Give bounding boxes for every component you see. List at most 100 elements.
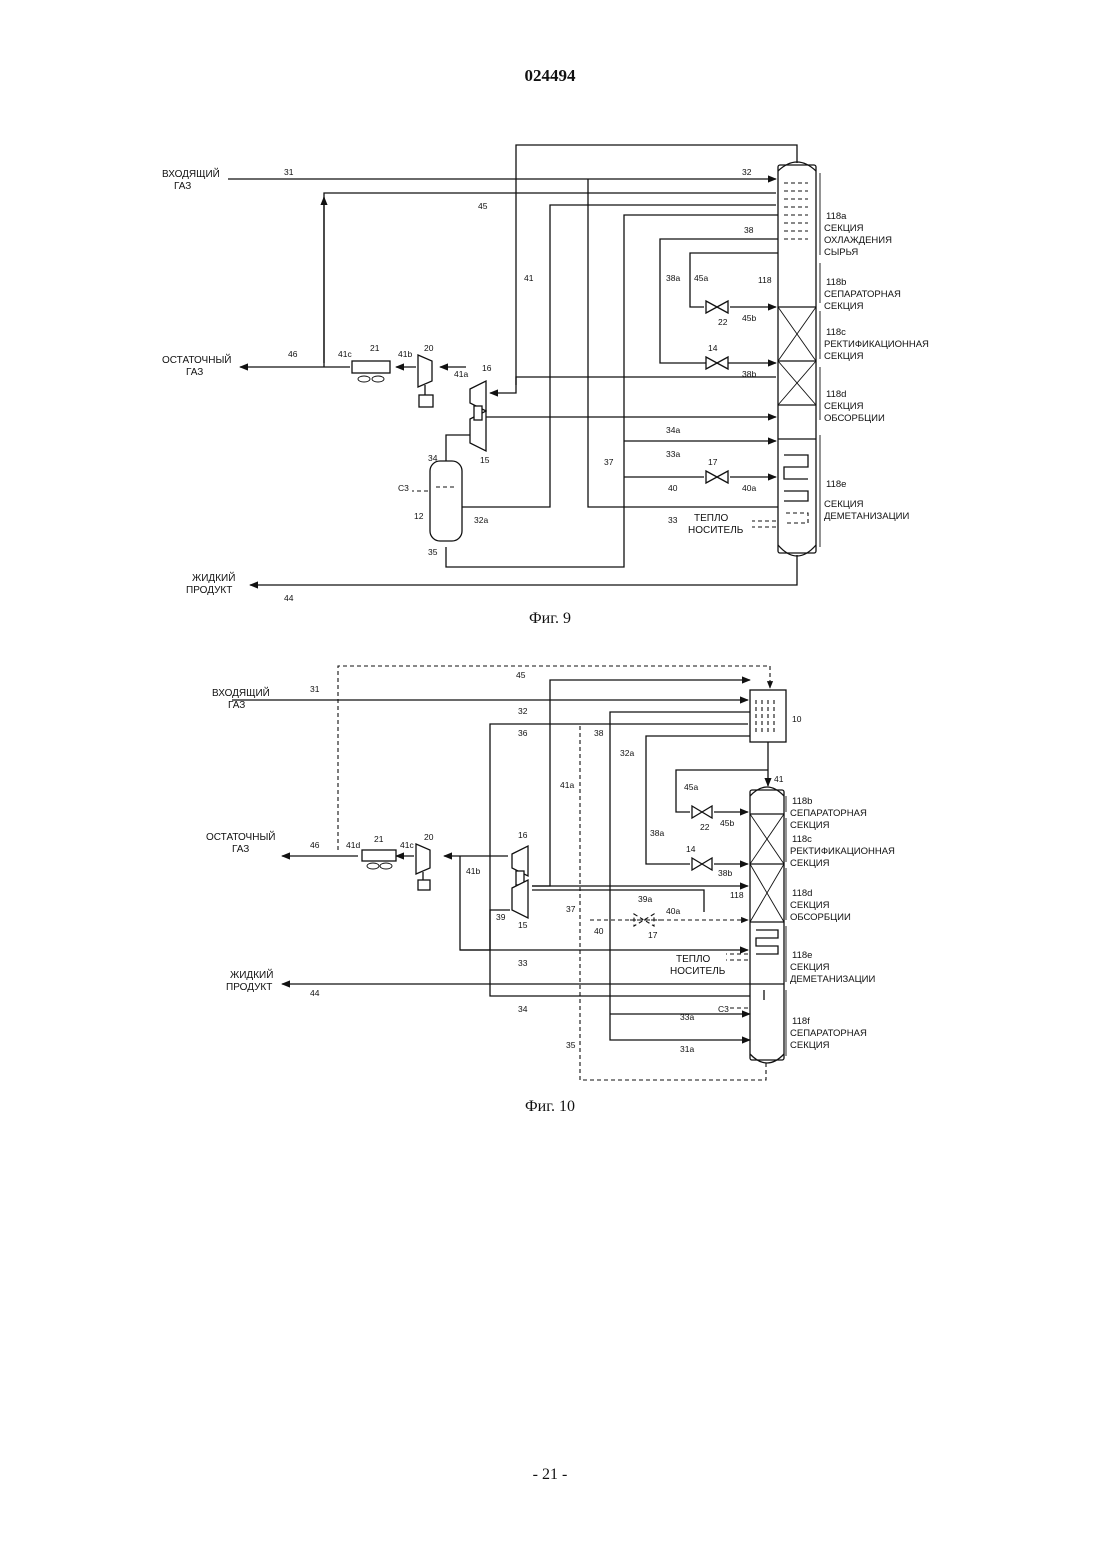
label-118: 118	[730, 890, 744, 900]
label-20: 20	[424, 832, 434, 842]
section-118c-line-2: СЕКЦИЯ	[790, 858, 830, 869]
liquid-product-label-2: ПРОДУКТ	[186, 585, 232, 596]
section-118d-id: 118d	[792, 888, 812, 899]
label-32a: 32a	[620, 748, 634, 758]
label-16: 16	[518, 830, 528, 840]
label-33a: 33a	[666, 449, 680, 459]
document-number: 024494	[0, 66, 1100, 86]
valve-14	[706, 357, 728, 369]
liquid-product-label-2: ПРОДУКТ	[226, 982, 272, 993]
label-40a: 40a	[742, 483, 756, 493]
liquid-product-label-1: ЖИДКИЙ	[192, 571, 235, 584]
page-number: - 21 -	[0, 1466, 1100, 1484]
section-118b-line-1: СЕПАРАТОРНАЯ	[790, 808, 867, 819]
label-37: 37	[604, 457, 614, 467]
label-17: 17	[708, 457, 718, 467]
label-39a: 39a	[638, 894, 652, 904]
label-46: 46	[288, 349, 298, 359]
section-118d-line-1: СЕКЦИЯ	[790, 900, 830, 911]
figure-10-diagram: ВХОДЯЩИЙ ГАЗ ОСТАТОЧНЫЙ ГАЗ ЖИДКИЙ ПРОДУ…	[0, 650, 1100, 1095]
label-33a: 33a	[680, 1012, 694, 1022]
section-118e-line-2: ДЕМЕТАНИЗАЦИИ	[824, 511, 909, 522]
section-118f-id: 118f	[792, 1016, 810, 1027]
label-41a: 41a	[560, 780, 574, 790]
label-45b: 45b	[720, 818, 734, 828]
residue-gas-label-1: ОСТАТОЧНЫЙ	[206, 830, 275, 843]
label-34: 34	[518, 1004, 528, 1014]
label-41b: 41b	[398, 349, 412, 359]
label-22: 22	[718, 317, 728, 327]
compressor-20	[416, 844, 430, 890]
section-118f-line-1: СЕПАРАТОРНАЯ	[790, 1028, 867, 1039]
label-35: 35	[428, 547, 438, 557]
section-118c-line-2: СЕКЦИЯ	[824, 351, 864, 362]
section-118d-line-2: ОБСОРБЦИИ	[824, 413, 885, 424]
section-118e-line-1: СЕКЦИЯ	[824, 499, 864, 510]
inlet-gas-label-2: ГАЗ	[228, 700, 245, 711]
valve-17	[706, 471, 728, 483]
section-118d-line-1: СЕКЦИЯ	[824, 401, 864, 412]
heat-medium-label-1: ТЕПЛО	[676, 954, 711, 965]
label-45b: 45b	[742, 313, 756, 323]
separator-12	[430, 461, 462, 541]
stream-text: ВХОДЯЩИЙ ГАЗ ОСТАТОЧНЫЙ ГАЗ ЖИДКИЙ ПРОДУ…	[162, 167, 772, 603]
label-22: 22	[700, 822, 710, 832]
label-31: 31	[284, 167, 294, 177]
label-41a: 41a	[454, 369, 468, 379]
section-118a-line-1: СЕКЦИЯ	[824, 223, 864, 234]
section-118b-line-2: СЕКЦИЯ	[790, 820, 830, 831]
section-118e-id: 118e	[792, 950, 812, 961]
label-32a: 32a	[474, 515, 488, 525]
label-20: 20	[424, 343, 434, 353]
label-38: 38	[594, 728, 604, 738]
expander-15	[512, 880, 528, 918]
figure-9-caption: Фиг. 9	[0, 610, 1100, 628]
label-41c: 41c	[400, 840, 414, 850]
label-32: 32	[518, 706, 528, 716]
section-118e-id: 118e	[826, 479, 846, 490]
inlet-gas-label-1: ВХОДЯЩИЙ	[212, 686, 270, 699]
label-38: 38	[744, 225, 754, 235]
label-31: 31	[310, 684, 320, 694]
label-14: 14	[708, 343, 718, 353]
label-38a: 38a	[650, 828, 664, 838]
label-38b: 38b	[742, 369, 756, 379]
c3-label: C3	[718, 1004, 729, 1014]
heat-exchanger-10	[750, 690, 786, 742]
label-45: 45	[478, 201, 488, 211]
label-21: 21	[370, 343, 380, 353]
inlet-gas-label-2: ГАЗ	[174, 181, 191, 192]
label-41: 41	[524, 273, 534, 283]
section-118e-line-2: ДЕМЕТАНИЗАЦИИ	[790, 974, 875, 985]
label-44: 44	[310, 988, 320, 998]
label-33: 33	[668, 515, 678, 525]
label-45a: 45a	[684, 782, 698, 792]
label-10: 10	[792, 714, 802, 724]
label-21: 21	[374, 834, 384, 844]
label-15: 15	[480, 455, 490, 465]
fractionation-column	[778, 162, 816, 556]
compressor-20	[418, 355, 433, 407]
figure-9-diagram: ВХОДЯЩИЙ ГАЗ ОСТАТОЧНЫЙ ГАЗ ЖИДКИЙ ПРОДУ…	[0, 135, 1100, 605]
section-118a-line-2: ОХЛАЖДЕНИЯ	[824, 235, 892, 246]
label-16: 16	[482, 363, 492, 373]
section-118a-line-3: СЫРЬЯ	[824, 247, 858, 258]
label-41d: 41d	[346, 840, 360, 850]
section-118c-id: 118c	[826, 327, 846, 338]
residue-gas-label-1: ОСТАТОЧНЫЙ	[162, 353, 231, 366]
heat-medium-label-2: НОСИТЕЛЬ	[688, 525, 744, 536]
c3-label: C3	[398, 483, 409, 493]
section-labels: 118b СЕПАРАТОРНАЯ СЕКЦИЯ 118c РЕКТИФИКАЦ…	[790, 796, 895, 1051]
label-36: 36	[518, 728, 528, 738]
valve-22	[692, 806, 712, 818]
label-35: 35	[566, 1040, 576, 1050]
label-40: 40	[668, 483, 678, 493]
label-17: 17	[648, 930, 658, 940]
compressor-16	[512, 846, 528, 885]
label-44: 44	[284, 593, 294, 603]
valve-14	[692, 858, 712, 870]
label-38a: 38a	[666, 273, 680, 283]
label-41b: 41b	[466, 866, 480, 876]
section-118b-id: 118b	[826, 277, 846, 288]
label-41: 41	[774, 774, 784, 784]
